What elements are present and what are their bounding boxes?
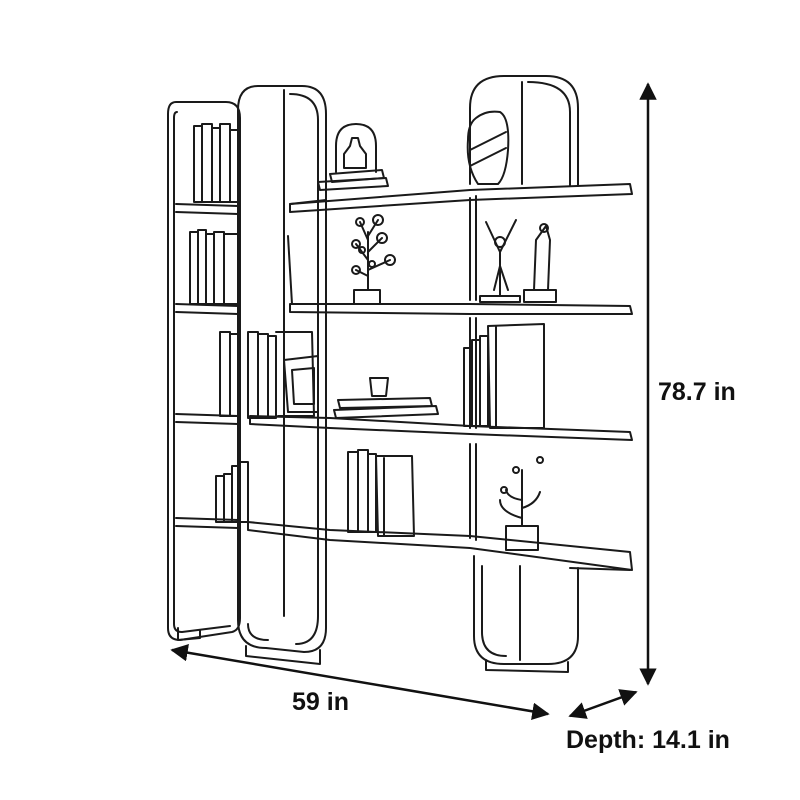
dome-lamp — [335, 123, 377, 173]
main-shelves — [247, 183, 633, 571]
right-bottom-panel — [473, 555, 579, 665]
books-bottom-middle — [347, 449, 415, 537]
books-right-third — [463, 323, 545, 429]
vase — [466, 110, 510, 185]
plant-sculpture — [351, 214, 396, 305]
depth-label: Depth: 14.1 in — [566, 726, 730, 754]
book-stack-top — [317, 169, 389, 191]
candle-sculpture — [499, 456, 544, 551]
right-top-panel — [469, 75, 579, 187]
books-top-left — [193, 123, 239, 203]
middle-uprights — [469, 195, 477, 541]
figurines — [479, 219, 557, 303]
depth-dimension-arrow — [568, 689, 638, 719]
width-label: 59 in — [292, 688, 349, 716]
width-dimension-arrow — [170, 644, 550, 720]
books-third-left — [219, 331, 319, 419]
cup — [369, 377, 389, 397]
books-bottom-left — [215, 461, 249, 523]
book-stack-middle — [333, 397, 439, 419]
books-second-left — [189, 229, 293, 305]
height-label: 78.7 in — [658, 378, 736, 406]
feet — [177, 627, 569, 673]
